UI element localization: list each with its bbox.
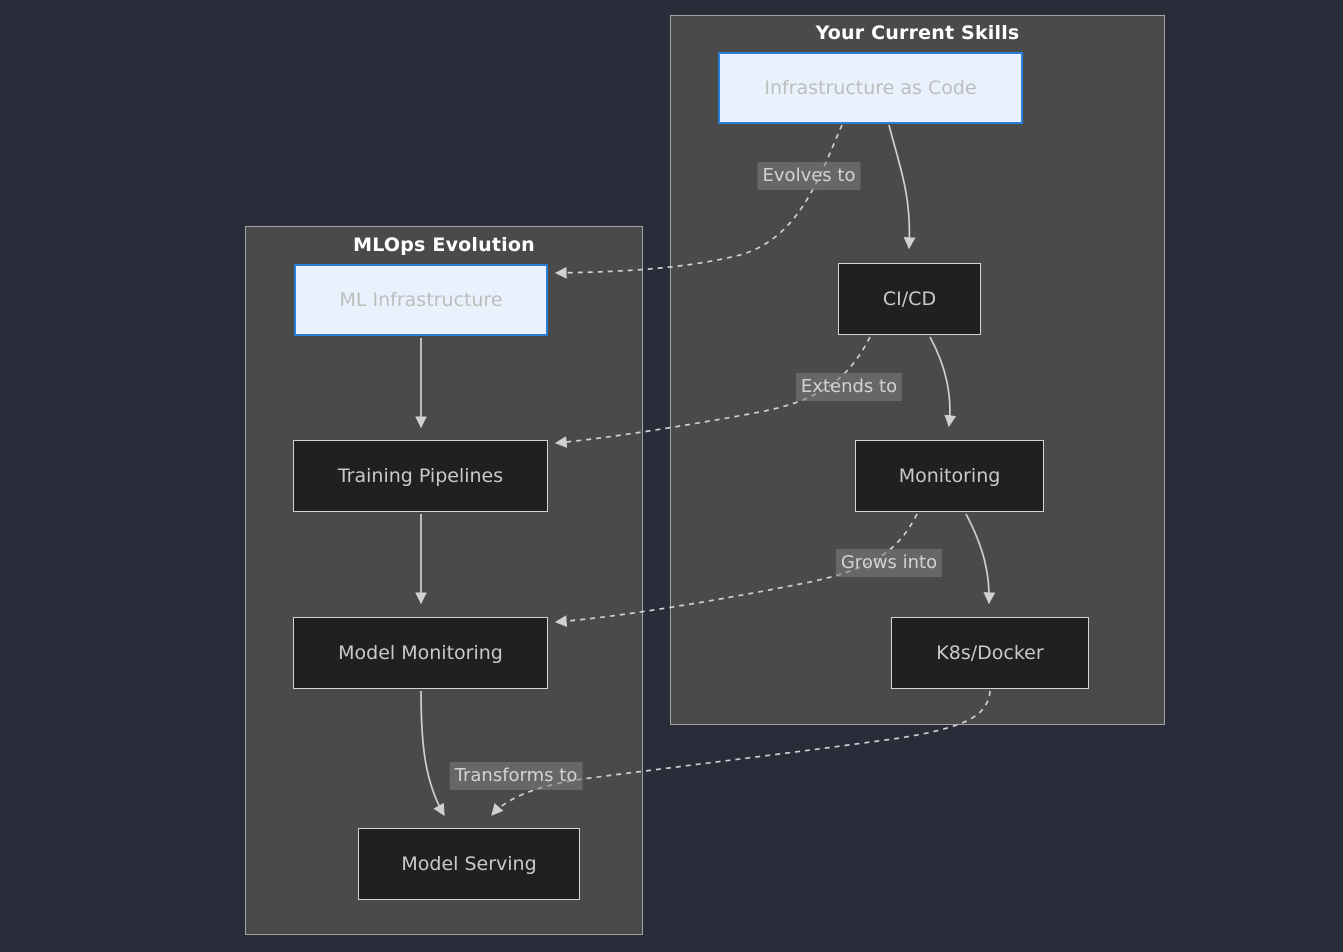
node-ml-infrastructure[interactable]: ML Infrastructure bbox=[294, 264, 548, 336]
node-label-model-monitoring: Model Monitoring bbox=[338, 641, 503, 664]
node-label-ml-infrastructure: ML Infrastructure bbox=[339, 288, 503, 311]
node-label-cicd: CI/CD bbox=[882, 287, 937, 310]
cluster-title-your-current-skills: Your Current Skills bbox=[815, 22, 1020, 44]
edge-label-grows-into: Grows into bbox=[835, 549, 943, 577]
node-k8s-docker[interactable]: K8s/Docker bbox=[891, 617, 1089, 689]
node-label-model-serving: Model Serving bbox=[401, 852, 537, 875]
node-infrastructure-as-code[interactable]: Infrastructure as Code bbox=[718, 52, 1023, 124]
node-monitoring[interactable]: Monitoring bbox=[855, 440, 1044, 512]
edge-label-extends-to: Extends to bbox=[795, 373, 903, 401]
edge-label-evolves-to: Evolves to bbox=[757, 162, 861, 190]
node-label-infrastructure-as-code: Infrastructure as Code bbox=[764, 76, 977, 99]
node-model-monitoring[interactable]: Model Monitoring bbox=[293, 617, 548, 689]
cluster-title-mlops-evolution: MLOps Evolution bbox=[353, 234, 535, 256]
node-cicd[interactable]: CI/CD bbox=[838, 263, 981, 335]
node-label-training-pipelines: Training Pipelines bbox=[337, 464, 504, 487]
node-label-k8s-docker: K8s/Docker bbox=[936, 641, 1044, 664]
node-model-serving[interactable]: Model Serving bbox=[358, 828, 580, 900]
node-label-monitoring: Monitoring bbox=[898, 464, 1001, 487]
edge-label-transforms-to: Transforms to bbox=[449, 762, 583, 790]
node-training-pipelines[interactable]: Training Pipelines bbox=[293, 440, 548, 512]
